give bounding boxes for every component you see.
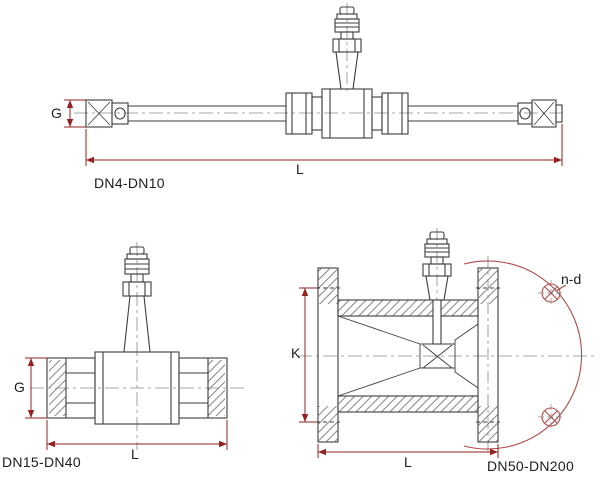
right-flange — [476, 267, 500, 443]
view-dn50-dn200 — [298, 228, 594, 458]
dimension-g-medium — [25, 357, 47, 419]
dimension-k-large — [299, 287, 316, 423]
centerlines-small — [74, 3, 566, 114]
dim-label-k-large: K — [291, 345, 301, 361]
dimension-l-medium — [46, 420, 228, 450]
dimension-l-large — [317, 444, 499, 458]
dim-label-g-small: G — [51, 105, 62, 121]
bolt-hole-top — [538, 280, 564, 306]
dim-label-l-small: L — [296, 161, 304, 177]
range-label-small: DN4-DN10 — [94, 175, 165, 191]
transmitter-small — [332, 6, 362, 90]
dimension-l-small — [85, 124, 563, 166]
dim-label-g-medium: G — [14, 379, 25, 395]
bolt-hole-bottom — [538, 404, 564, 430]
view-dn4-dn10 — [64, 3, 566, 166]
view-dn15-dn40 — [25, 242, 246, 450]
meter-body-small — [285, 88, 409, 139]
range-label-large: DN50-DN200 — [487, 458, 575, 474]
range-label-medium: DN15-DN40 — [2, 454, 81, 470]
dim-label-nd-large: n-d — [561, 271, 582, 287]
meter-body-medium — [46, 351, 228, 425]
bolt-circle-overlay — [463, 260, 583, 450]
left-pipe — [128, 105, 286, 122]
transmitter-large — [422, 231, 452, 345]
left-nipple — [46, 357, 96, 419]
housing-large — [337, 299, 479, 413]
dim-label-l-medium: L — [131, 446, 139, 462]
centerlines-large — [298, 228, 594, 456]
dimension-g-small — [64, 99, 86, 128]
nd-leader-line — [555, 284, 567, 292]
dim-label-l-large: L — [404, 454, 412, 470]
right-pipe — [408, 105, 518, 122]
left-flange — [316, 267, 340, 443]
centerlines-medium — [30, 242, 246, 450]
right-nipple — [178, 357, 228, 419]
internals-large — [337, 315, 479, 397]
left-end-fitting — [85, 99, 129, 128]
right-end-fitting — [517, 99, 563, 128]
